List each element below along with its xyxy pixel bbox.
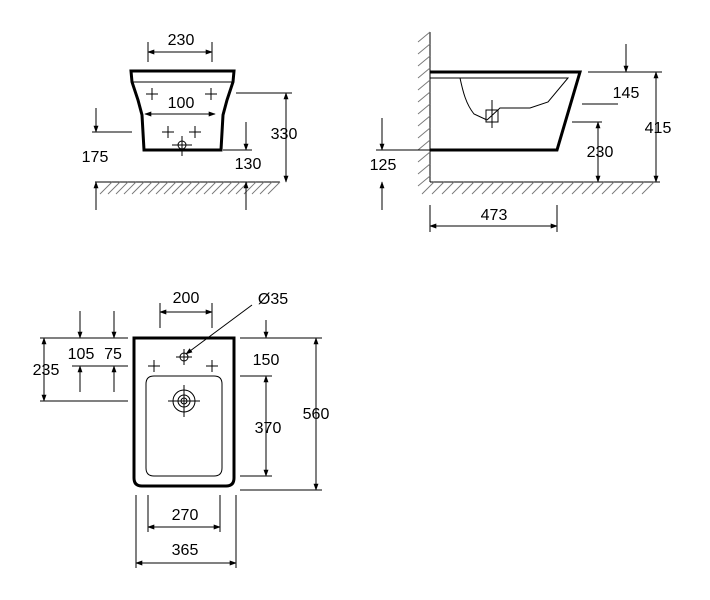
- dim-side-top-offset: 145: [613, 85, 640, 102]
- dim-plan-total-width: 365: [172, 542, 199, 559]
- dim-plan-bowl-width: 270: [172, 507, 199, 524]
- bowl-inner-profile: [430, 77, 570, 121]
- dim-plan-total-length: 560: [303, 406, 330, 423]
- dim-side-base-height: 125: [370, 157, 397, 174]
- side-view: 145 415 230 125 473: [370, 31, 672, 232]
- dim-side-total-height: 415: [645, 120, 672, 137]
- dim-side-depth: 473: [481, 207, 508, 224]
- tap-hole-markers-plan: [148, 349, 218, 372]
- dim-side-outlet-height: 230: [587, 144, 614, 161]
- floor-hatch-front: [95, 181, 281, 195]
- front-view: 230 100 330 175 130: [82, 32, 298, 210]
- drain-marker: [168, 385, 200, 417]
- dim-plan-235: 235: [33, 362, 60, 379]
- dim-plan-105: 105: [68, 346, 95, 363]
- dim-plan-bowl-length: 370: [255, 420, 282, 437]
- dim-plan-75: 75: [104, 346, 122, 363]
- plan-view: 200 Ø35 235 105 75 150 370 560: [33, 290, 330, 568]
- bowl-plan-outline: [145, 375, 223, 477]
- dim-plan-hole-diameter: Ø35: [258, 291, 288, 308]
- dim-plan-top-to-drain: 150: [253, 352, 280, 369]
- dim-plan-tap-spacing: 200: [173, 290, 200, 307]
- bidet-side-outline: [430, 70, 583, 152]
- bidet-front-outline: [129, 69, 236, 152]
- dim-front-tap-spacing: 100: [168, 95, 195, 112]
- dim-front-drain-height: 175: [82, 149, 109, 166]
- dim-front-width-top: 230: [168, 32, 195, 49]
- wall-floor-hatch-side: [417, 31, 660, 195]
- tap-hole-markers-front: [146, 88, 217, 156]
- dim-front-bottom-height: 130: [235, 156, 262, 173]
- bidet-plan-outline: [132, 336, 236, 488]
- dim-front-height-total: 330: [271, 126, 298, 143]
